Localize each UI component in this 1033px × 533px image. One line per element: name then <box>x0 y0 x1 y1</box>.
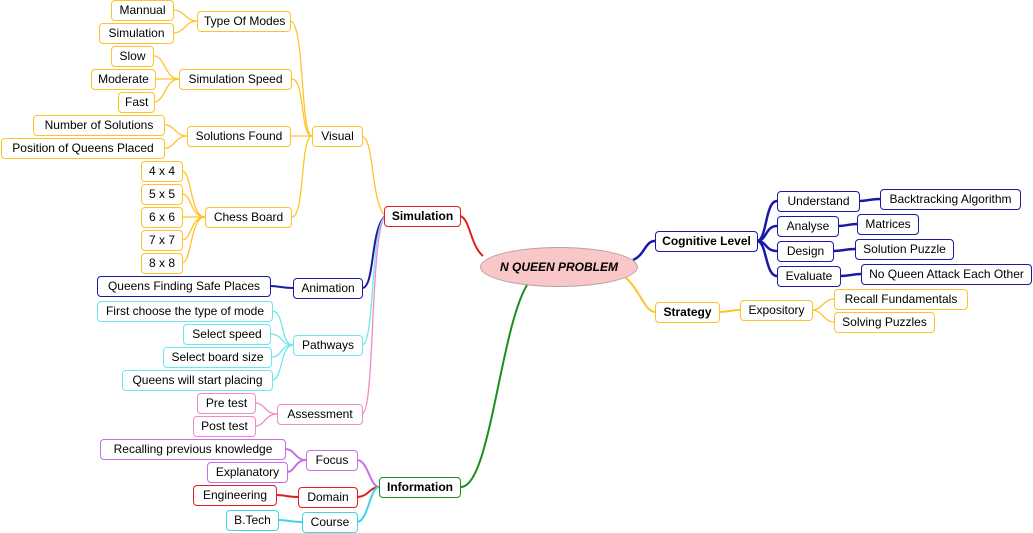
branch-information[interactable]: Information <box>379 477 461 498</box>
node-simulation-speed[interactable]: Simulation Speed <box>179 69 292 90</box>
leaf-slow[interactable]: Slow <box>111 46 154 67</box>
leaf-recall-fundamentals[interactable]: Recall Fundamentals <box>834 289 968 310</box>
leaf-post-test[interactable]: Post test <box>193 416 256 437</box>
node-visual[interactable]: Visual <box>312 126 363 147</box>
branch-strategy[interactable]: Strategy <box>655 302 720 323</box>
leaf-first-choose-mode[interactable]: First choose the type of mode <box>97 301 273 322</box>
node-design[interactable]: Design <box>777 241 834 262</box>
branch-cognitive-level[interactable]: Cognitive Level <box>655 231 758 252</box>
node-solutions-found[interactable]: Solutions Found <box>187 126 291 147</box>
node-expository[interactable]: Expository <box>740 300 813 321</box>
leaf-4x4[interactable]: 4 x 4 <box>141 161 183 182</box>
node-pathways[interactable]: Pathways <box>293 335 363 356</box>
leaf-backtracking-algorithm[interactable]: Backtracking Algorithm <box>880 189 1021 210</box>
leaf-fast[interactable]: Fast <box>118 92 155 113</box>
leaf-queens-start-placing[interactable]: Queens will start placing <box>122 370 273 391</box>
leaf-btech[interactable]: B.Tech <box>226 510 279 531</box>
leaf-solving-puzzles[interactable]: Solving Puzzles <box>834 312 935 333</box>
leaf-number-of-solutions[interactable]: Number of Solutions <box>33 115 165 136</box>
leaf-8x8[interactable]: 8 x 8 <box>141 253 183 274</box>
branch-simulation[interactable]: Simulation <box>384 206 461 227</box>
leaf-select-speed[interactable]: Select speed <box>183 324 271 345</box>
leaf-no-queen-attack[interactable]: No Queen Attack Each Other <box>861 264 1032 285</box>
node-chess-board[interactable]: Chess Board <box>205 207 292 228</box>
leaf-recalling-previous-knowledge[interactable]: Recalling previous knowledge <box>100 439 286 460</box>
leaf-pre-test[interactable]: Pre test <box>197 393 256 414</box>
leaf-position-of-queens[interactable]: Position of Queens Placed <box>1 138 165 159</box>
leaf-select-board-size[interactable]: Select board size <box>163 347 272 368</box>
leaf-matrices[interactable]: Matrices <box>857 214 919 235</box>
node-focus[interactable]: Focus <box>306 450 358 471</box>
node-course[interactable]: Course <box>302 512 358 533</box>
leaf-simulation-mode[interactable]: Simulation <box>99 23 174 44</box>
node-evaluate[interactable]: Evaluate <box>777 266 841 287</box>
leaf-explanatory[interactable]: Explanatory <box>207 462 288 483</box>
node-analyse[interactable]: Analyse <box>777 216 839 237</box>
node-animation[interactable]: Animation <box>293 278 363 299</box>
node-domain[interactable]: Domain <box>298 487 358 508</box>
node-understand[interactable]: Understand <box>777 191 860 212</box>
leaf-moderate[interactable]: Moderate <box>91 69 156 90</box>
leaf-queens-finding-safe-places[interactable]: Queens Finding Safe Places <box>97 276 271 297</box>
node-assessment[interactable]: Assessment <box>277 404 363 425</box>
central-topic[interactable]: N QUEEN PROBLEM <box>480 247 638 287</box>
node-type-of-modes[interactable]: Type Of Modes <box>197 11 291 32</box>
leaf-solution-puzzle[interactable]: Solution Puzzle <box>855 239 954 260</box>
leaf-engineering[interactable]: Engineering <box>193 485 277 506</box>
leaf-7x7[interactable]: 7 x 7 <box>141 230 183 251</box>
leaf-6x6[interactable]: 6 x 6 <box>141 207 183 228</box>
leaf-5x5[interactable]: 5 x 5 <box>141 184 183 205</box>
leaf-mannual[interactable]: Mannual <box>111 0 174 21</box>
